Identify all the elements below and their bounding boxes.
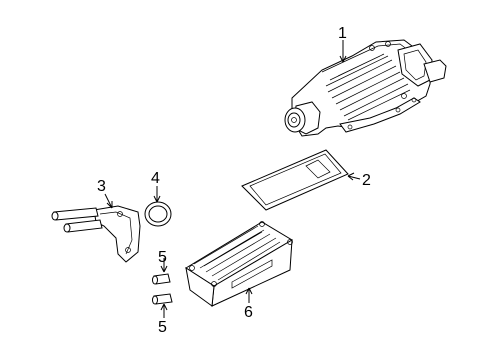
arrow-2	[347, 172, 355, 181]
arrow-4	[153, 195, 161, 203]
dowel-pin-upper[interactable]	[152, 273, 171, 285]
arrow-5-lower	[160, 303, 168, 311]
callout-4: 4	[151, 170, 160, 187]
o-ring-part[interactable]	[144, 201, 172, 227]
intercooler-part[interactable]	[185, 221, 293, 307]
callout-2: 2	[362, 172, 371, 189]
callout-5-lower: 5	[158, 319, 167, 336]
dowel-pin-lower[interactable]	[152, 293, 173, 305]
arrow-5-upper	[160, 265, 168, 273]
leader-lines	[104, 40, 361, 318]
arrow-1	[339, 55, 347, 63]
callout-6: 6	[244, 304, 253, 321]
gasket-part[interactable]	[241, 149, 349, 211]
supercharger-part[interactable]	[284, 39, 447, 137]
arrow-3	[106, 201, 113, 209]
callout-5-upper: 5	[158, 249, 167, 266]
leader-3	[104, 193, 113, 209]
arrow-6	[245, 287, 253, 295]
bracket-part[interactable]	[51, 205, 141, 263]
leader-2	[347, 175, 361, 180]
callout-1: 1	[338, 25, 347, 42]
callout-3: 3	[97, 178, 106, 195]
